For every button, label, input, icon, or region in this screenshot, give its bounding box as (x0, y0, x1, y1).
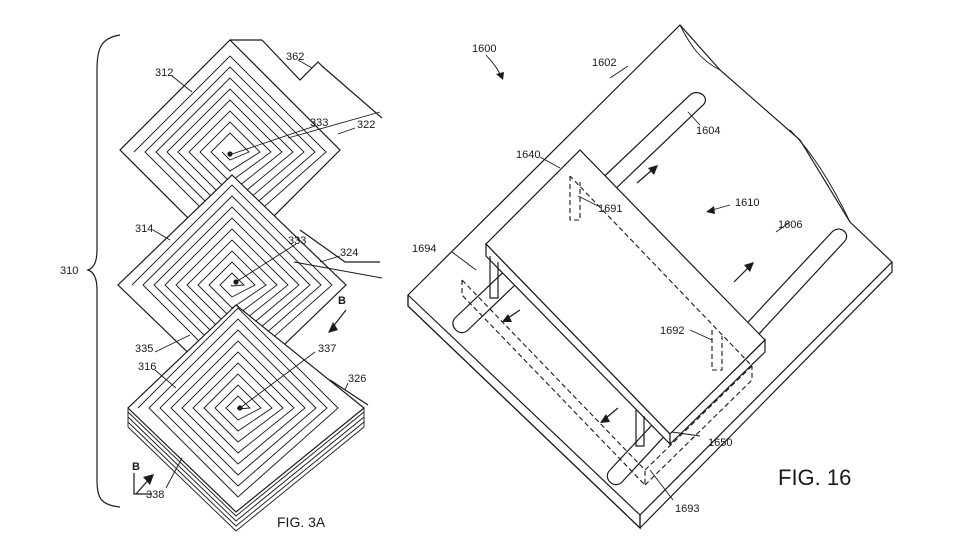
label-333-top: 333 (310, 117, 328, 129)
coil-layer-314 (117, 174, 383, 396)
fig16-drawing: 1600 1602 1604 1606 1610 1640 1650 1691 … (407, 24, 893, 530)
label-1610: 1610 (735, 197, 759, 209)
spiral3-winding (137, 307, 339, 498)
slot-1604 (452, 92, 707, 334)
label-338: 338 (146, 489, 164, 501)
label-1602: 1602 (592, 57, 616, 69)
label-312: 312 (155, 67, 173, 79)
label-1650: 1650 (708, 437, 732, 449)
label-314: 314 (135, 223, 153, 235)
motion-arrows (502, 165, 754, 423)
label-1604: 1604 (696, 125, 720, 137)
label-310: 310 (60, 265, 78, 277)
label-1694: 1694 (412, 243, 436, 255)
brace-310 (86, 34, 121, 508)
label-1692: 1692 (660, 325, 684, 337)
fig16-caption: FIG. 16 (778, 465, 851, 490)
label-362: 362 (286, 51, 304, 63)
carrier-block-1640 (461, 149, 766, 487)
label-316: 316 (138, 361, 156, 373)
label-333-mid: 333 (288, 235, 306, 247)
label-1691: 1691 (598, 203, 622, 215)
label-324: 324 (340, 247, 358, 259)
fig16-leaders (451, 54, 791, 501)
label-337: 337 (318, 343, 336, 355)
fig3a-leaders (133, 59, 356, 495)
label-b-upper: B (338, 295, 346, 307)
label-b-lower: B (132, 461, 140, 473)
label-322: 322 (357, 119, 375, 131)
spiral2-winding (131, 184, 333, 375)
fig3a-drawing: 310 312 314 316 322 324 326 333 333 335 … (60, 34, 383, 532)
coil-layer-316 (127, 304, 369, 532)
label-326: 326 (348, 373, 366, 385)
label-1693: 1693 (675, 503, 699, 515)
slot-1606 (606, 228, 848, 486)
label-1640: 1640 (516, 149, 540, 161)
label-1606: 1606 (778, 219, 802, 231)
label-1600: 1600 (472, 43, 496, 55)
fig3a-caption: FIG. 3A (277, 514, 326, 530)
spiral1-winding (133, 55, 327, 238)
label-335: 335 (135, 343, 153, 355)
